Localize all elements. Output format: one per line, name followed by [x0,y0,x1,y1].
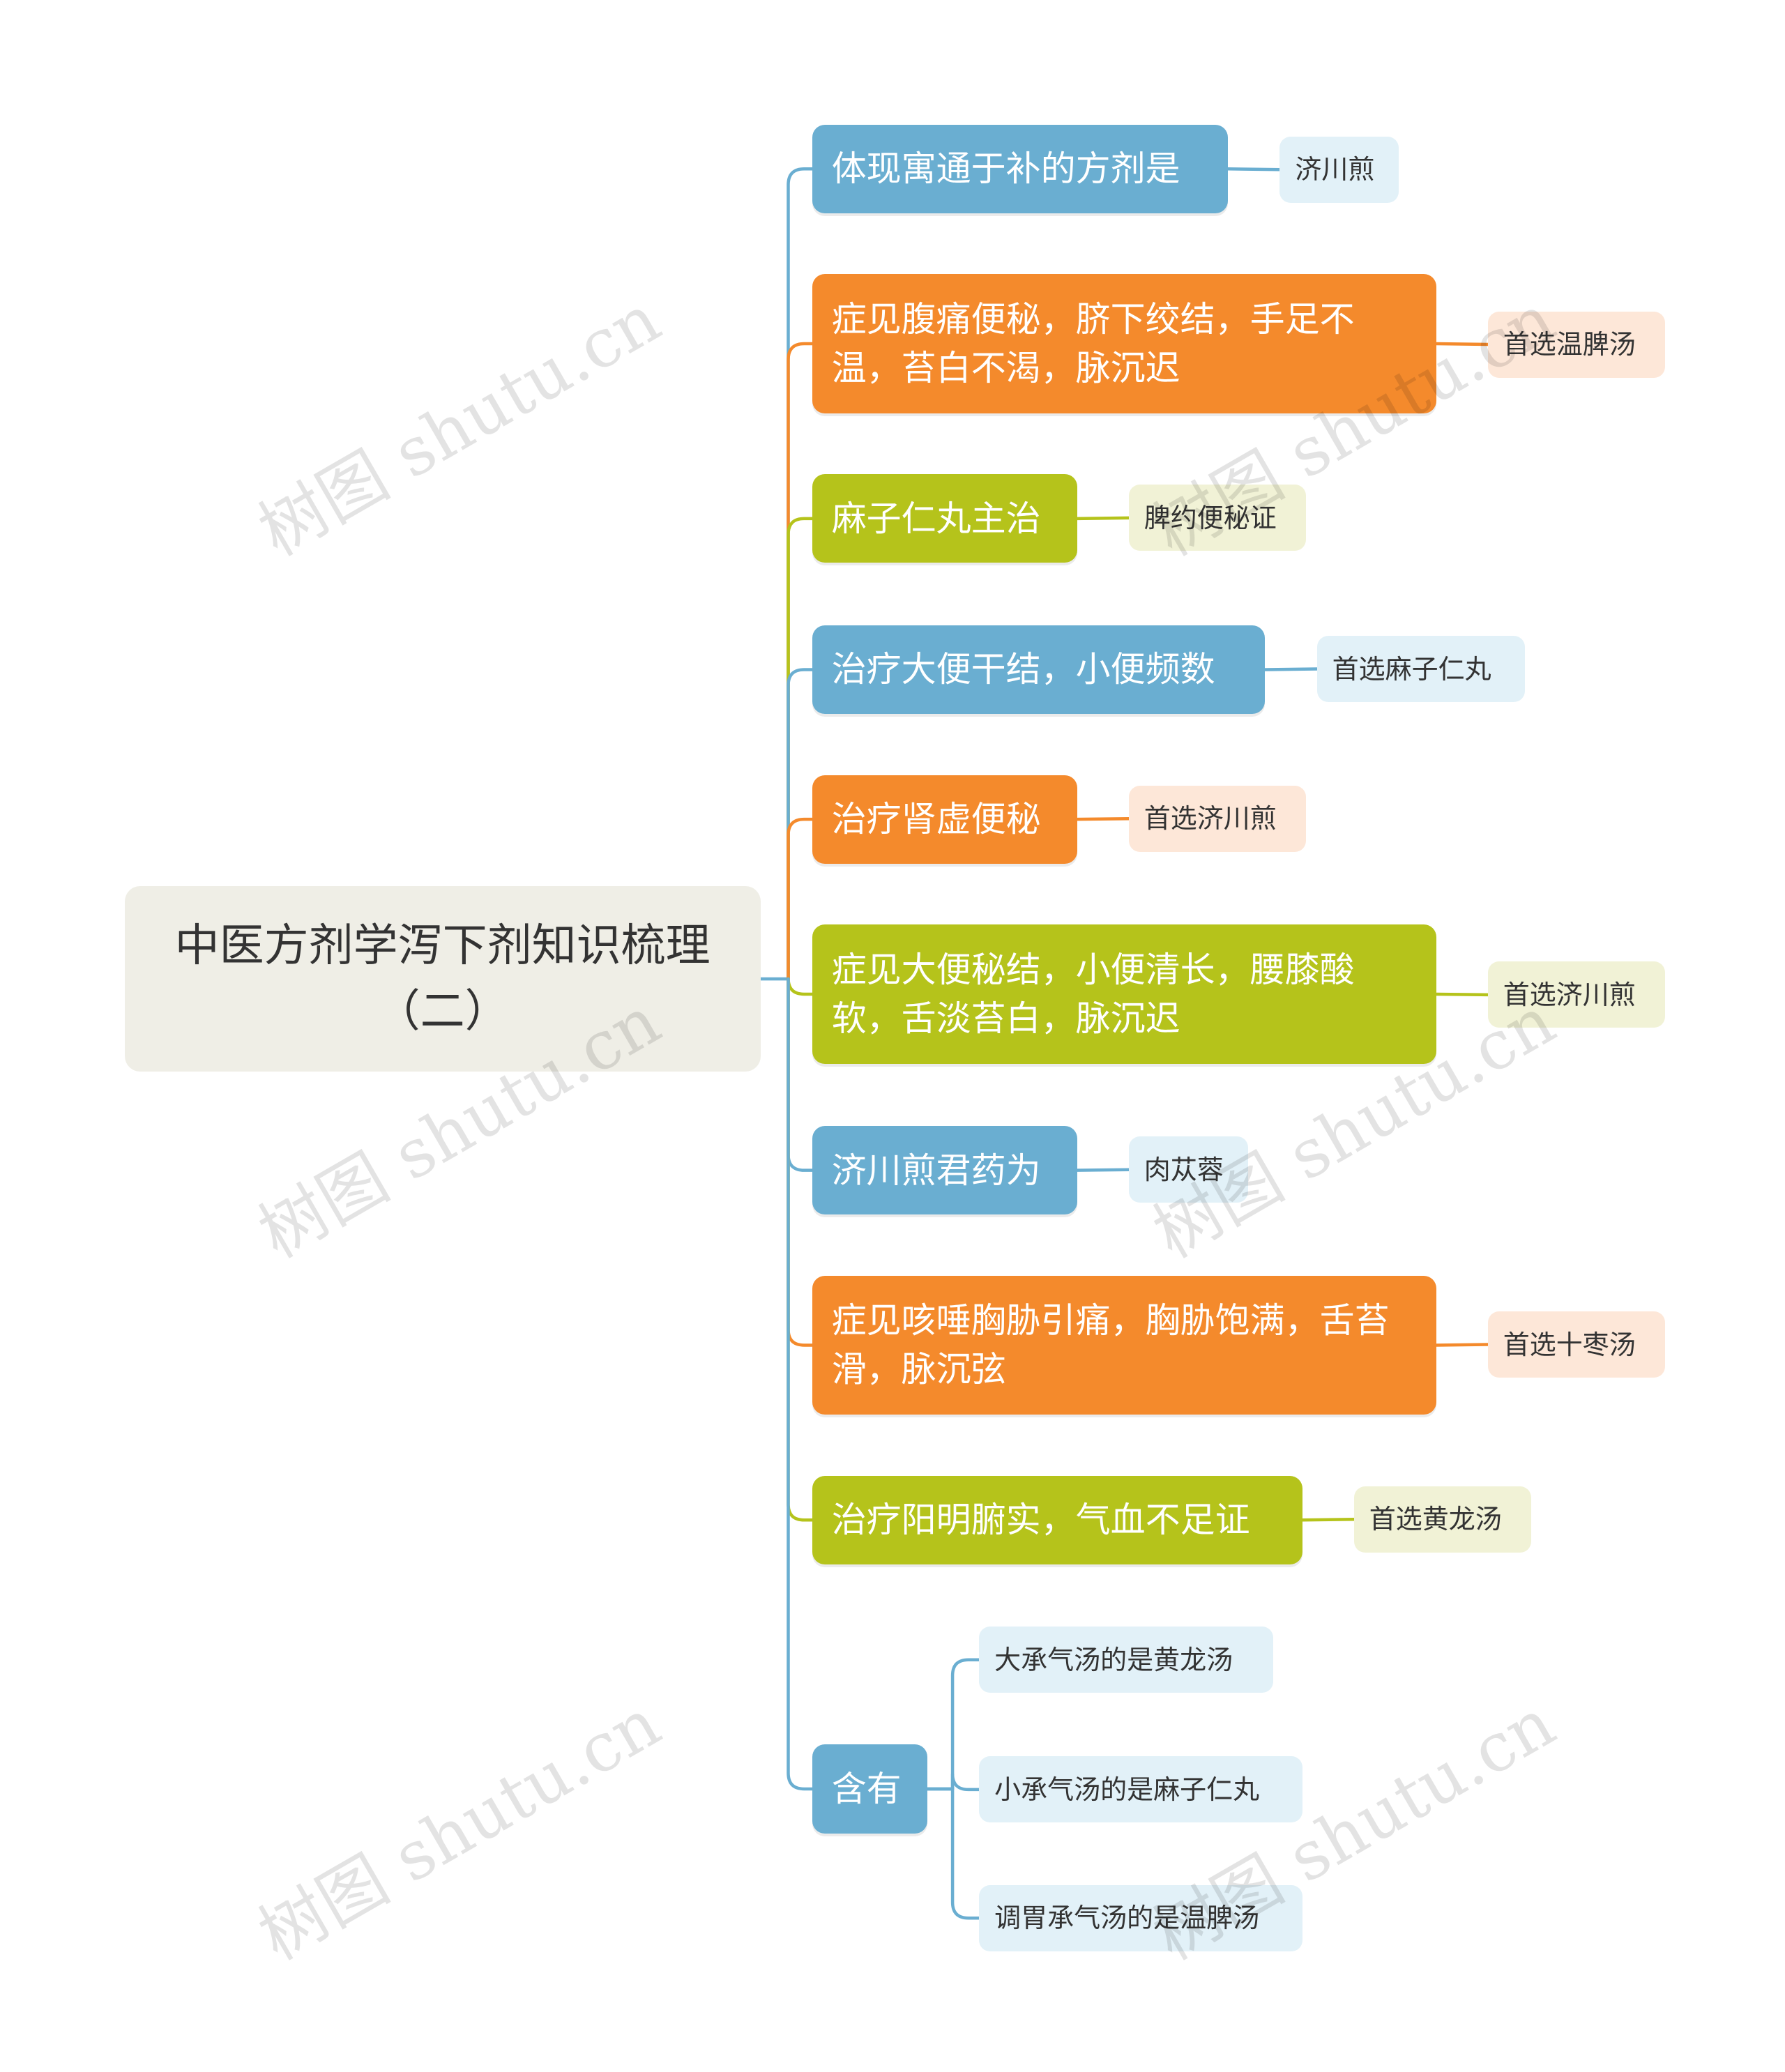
branch-connector [787,517,814,981]
branch-connector [787,817,814,981]
branch-connector [787,977,814,1522]
leaf-topic[interactable]: 首选麻子仁丸 [1316,636,1525,702]
leaf-connector [1434,1343,1489,1347]
leaf-label: 脾约便秘证 [1144,502,1277,533]
branch-label: 治疗大便干结，小便频数 [831,649,1215,690]
leaf-topic[interactable]: 大承气汤的是黄龙汤 [979,1627,1273,1693]
leaf-connector [1300,1518,1356,1522]
branch-label: 症见腹痛便秘，脐下绞结，手足不温，苔白不渴，脉沉迟 [831,299,1355,389]
branch-topic[interactable]: 麻子仁丸主治 [812,474,1077,563]
leaf-label: 济川煎 [1295,154,1375,185]
leaf-connector [950,1773,981,1792]
branch-label: 症见咳唾胸胁引痛，胸胁饱满，舌苔滑，脉沉弦 [831,1300,1390,1390]
leaf-topic[interactable]: 调胃承气汤的是温脾汤 [979,1884,1302,1951]
branch-topic[interactable]: 症见腹痛便秘，脐下绞结，手足不温，苔白不渴，脉沉迟 [812,274,1436,413]
branch-connector [787,977,814,1791]
leaf-topic[interactable]: 首选温脾汤 [1487,311,1666,378]
leaf-topic[interactable]: 肉苁蓉 [1128,1136,1248,1203]
branch-label: 含有 [831,1768,902,1809]
leaf-label: 大承气汤的是黄龙汤 [994,1644,1233,1675]
root-topic[interactable]: 中医方剂学泻下剂知识梳理（二） [124,886,761,1072]
leaf-label: 肉苁蓉 [1144,1154,1224,1185]
leaf-label: 首选济川煎 [1144,803,1277,835]
leaf-topic[interactable]: 首选黄龙汤 [1353,1486,1532,1553]
leaf-topic[interactable]: 济川煎 [1279,136,1399,203]
branch-connector [787,342,814,981]
leaf-topic[interactable]: 首选济川煎 [1487,961,1666,1028]
leaf-connector [1434,992,1489,997]
branch-topic[interactable]: 济川煎君药为 [812,1126,1077,1215]
leaf-connector [1075,816,1131,821]
branch-label: 治疗肾虚便秘 [831,799,1041,840]
branch-connector [787,977,814,1347]
leaf-connector [950,1658,981,1791]
branch-topic[interactable]: 治疗大便干结，小便频数 [812,625,1266,715]
branch-topic[interactable]: 体现寓通于补的方剂是 [812,124,1229,213]
leaf-connector [1075,1168,1131,1172]
branch-connector [787,668,814,981]
branch-connector [787,977,814,996]
leaf-topic[interactable]: 首选济川煎 [1128,785,1307,852]
branch-topic[interactable]: 治疗阳明腑实，气血不足证 [812,1475,1302,1564]
branch-label: 体现寓通于补的方剂是 [831,148,1180,190]
leaf-topic[interactable]: 首选十枣汤 [1487,1311,1666,1378]
leaf-connector [950,1787,981,1920]
leaf-label: 首选济川煎 [1503,979,1636,1010]
leaf-label: 调胃承气汤的是温脾汤 [994,1903,1260,1934]
leaf-label: 小承气汤的是麻子仁丸 [994,1774,1260,1805]
leaf-label: 首选温脾汤 [1503,329,1636,360]
leaf-label: 首选十枣汤 [1503,1329,1636,1360]
branch-topic[interactable]: 治疗肾虚便秘 [812,775,1077,864]
leaf-label: 首选麻子仁丸 [1332,653,1491,685]
branch-connector [787,167,814,981]
leaf-topic[interactable]: 脾约便秘证 [1128,485,1307,551]
leaf-topic[interactable]: 小承气汤的是麻子仁丸 [979,1756,1302,1823]
branch-label: 症见大便秘结，小便清长，腰膝酸软，舌淡苔白，脉沉迟 [831,949,1355,1039]
branch-topic[interactable]: 含有 [812,1744,927,1834]
branch-label: 治疗阳明腑实，气血不足证 [831,1500,1250,1541]
leaf-connector [1075,516,1131,521]
root-title: 中医方剂学泻下剂知识梳理（二） [174,920,711,1038]
branch-label: 济川煎君药为 [831,1150,1041,1191]
leaf-label: 首选黄龙汤 [1369,1504,1502,1535]
branch-topic[interactable]: 症见大便秘结，小便清长，腰膝酸软，舌淡苔白，脉沉迟 [812,924,1436,1064]
leaf-connector [1263,667,1319,671]
branch-label: 麻子仁丸主治 [831,498,1041,539]
branch-connector [787,977,814,1172]
branch-topic[interactable]: 症见咳唾胸胁引痛，胸胁饱满，舌苔滑，脉沉弦 [812,1275,1436,1415]
